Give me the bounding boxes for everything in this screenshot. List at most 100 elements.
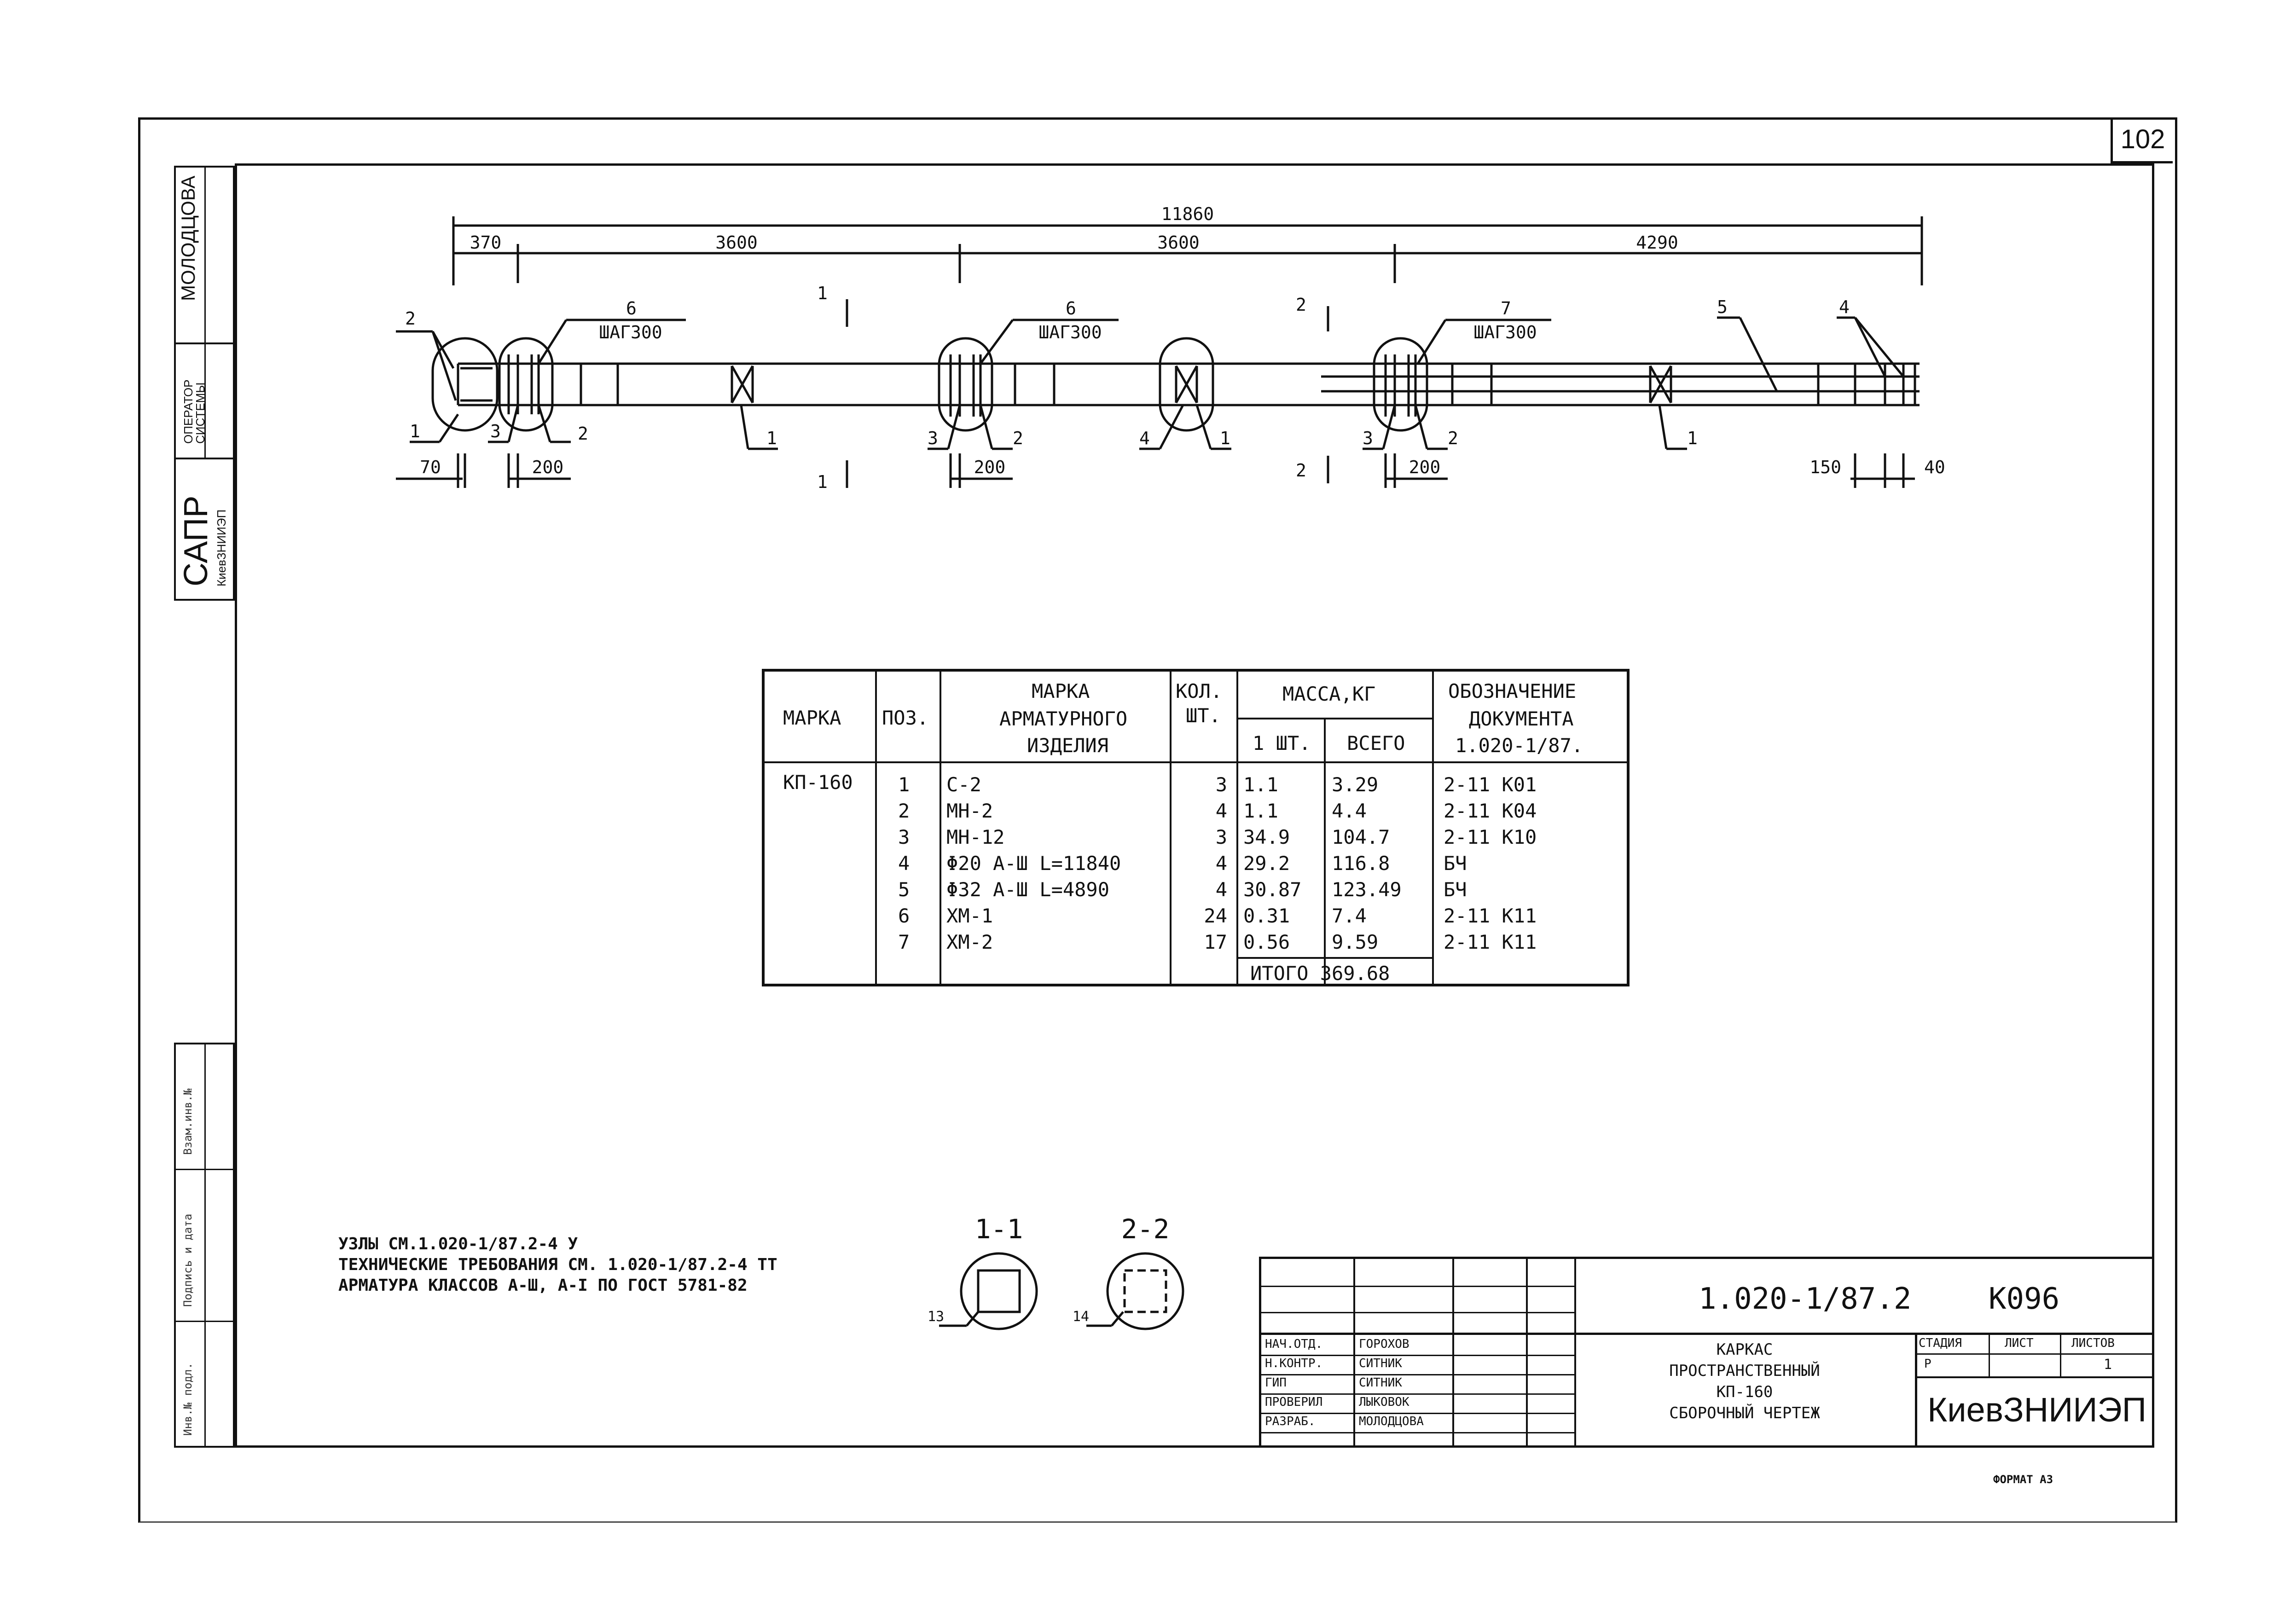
section-1-title: 1-1: [975, 1213, 1023, 1245]
step-label-3: ШАГ300: [1473, 322, 1537, 342]
spec-cell-item: С-2: [946, 773, 981, 796]
header-item-1: МАРКА: [1032, 680, 1090, 702]
spec-cell-item: Φ32 А-Ш L=4890: [946, 878, 1110, 901]
dim-200c: 200: [1409, 457, 1441, 477]
drawing-frame: [235, 163, 2154, 1448]
header-mass-total: ВСЕГО: [1347, 732, 1405, 754]
note-2: ТЕХНИЧЕСКИЕ ТРЕБОВАНИЯ СМ. 1.020-1/87.2-…: [338, 1255, 777, 1274]
signer-role: Н.КОНТР.: [1265, 1357, 1323, 1370]
callout-1b: 1: [1220, 428, 1230, 448]
stage-value: Р: [1924, 1357, 1931, 1371]
header-pos: ПОЗ.: [882, 707, 929, 729]
specification-table: МАРКА ПОЗ. МАРКА АРМАТУРНОГО ИЗДЕЛИЯ КОЛ…: [762, 669, 1630, 986]
spec-cell-total: 116.8: [1332, 852, 1390, 875]
spec-cell-doc: БЧ: [1444, 878, 1467, 901]
org-name: КиевЗНИИЭП: [1927, 1391, 2146, 1429]
callout-1c: 1: [1687, 428, 1698, 448]
signer-role: НАЧ.ОТД.: [1265, 1337, 1323, 1351]
sheets-value: 1: [2104, 1357, 2112, 1373]
header-qty-2: ШТ.: [1186, 704, 1221, 727]
callout-6a: 6: [626, 298, 637, 319]
dim-3600b: 3600: [1157, 232, 1200, 253]
spec-cell-one: 34.9: [1243, 826, 1290, 848]
header-mass: МАССА,КГ: [1282, 683, 1376, 705]
header-item-3: ИЗДЕЛИЯ: [1027, 734, 1109, 757]
spec-cell-one: 0.56: [1243, 931, 1290, 953]
spec-cell-one: 29.2: [1243, 852, 1290, 875]
sheet-outer-border: [138, 117, 2177, 1523]
spec-cell-qty: 3: [1215, 826, 1227, 848]
signer-name: СИТНИК: [1359, 1357, 1402, 1370]
section-1-top: 1: [817, 283, 828, 303]
cross-sections: 1-1 2-2 13 14: [928, 1213, 1184, 1330]
spec-cell-one: 1.1: [1243, 800, 1278, 822]
spec-cell-pos: 1: [898, 773, 910, 796]
spec-cell-doc: 2-11 К04: [1444, 800, 1537, 822]
dim-200b: 200: [974, 457, 1006, 477]
note-1: УЗЛЫ СМ.1.020-1/87.2-4 У: [338, 1235, 578, 1253]
spec-cell-item: ХМ-1: [946, 905, 993, 927]
title-line-1: КАРКАС: [1716, 1340, 1773, 1359]
callout-4-top: 4: [1839, 297, 1850, 317]
spec-cell-doc: 2-11 К11: [1444, 905, 1537, 927]
strip-cell-3: Инв.№ подл.: [181, 1363, 194, 1436]
title-line-2: ПРОСТРАНСТВЕННЫЙ: [1669, 1361, 1820, 1380]
strip-cell-1: Взам.инв.№: [181, 1088, 194, 1155]
section-1-num: 13: [928, 1309, 944, 1325]
spec-cell-pos: 6: [898, 905, 910, 927]
signer-role: ГИП: [1265, 1376, 1287, 1390]
total-label: ИТОГО 369.68: [1250, 962, 1390, 985]
spec-cell-item: ХМ-2: [946, 931, 993, 953]
spec-cell-qty: 4: [1215, 878, 1227, 901]
callout-2b: 2: [1013, 428, 1023, 448]
spec-cell-one: 30.87: [1243, 878, 1302, 901]
spec-cell-pos: 3: [898, 826, 910, 848]
signer-name: ГОРОХОВ: [1359, 1337, 1409, 1351]
step-label-1: ШАГ300: [599, 322, 662, 342]
document-code: 1.020-1/87.2: [1699, 1282, 1912, 1316]
dim-3600a: 3600: [715, 232, 758, 253]
signer-name: СИТНИК: [1359, 1376, 1402, 1390]
spec-cell-doc: 2-11 К11: [1444, 931, 1537, 953]
spec-cell-pos: 7: [898, 931, 910, 953]
left-approval-strip: Взам.инв.№ Подпись и дата Инв.№ подл.: [174, 1043, 235, 1448]
spec-cell-qty: 17: [1204, 931, 1227, 953]
cage-elevation-drawing: 11860 370 3600 3600 4290 70 200 200 200 …: [396, 204, 1945, 492]
spec-cell-total: 3.29: [1332, 773, 1379, 796]
spec-cell-doc: БЧ: [1444, 852, 1467, 875]
sheets-label: ЛИСТОВ: [2071, 1336, 2115, 1350]
spec-cell-qty: 4: [1215, 852, 1227, 875]
spec-cell-qty: 4: [1215, 800, 1227, 822]
side-stamp: МОЛОДЦОВА ОПЕРАТОР СИСТЕМЫ САПР КиевЗНИИ…: [174, 166, 235, 601]
callout-1-left: 1: [410, 421, 420, 441]
spec-cell-one: 1.1: [1243, 773, 1278, 796]
signer-name: МОЛОДЦОВА: [1359, 1415, 1424, 1428]
step-label-2: ШАГ300: [1038, 322, 1102, 342]
spec-cell-pos: 4: [898, 852, 910, 875]
dim-40: 40: [1924, 457, 1945, 477]
signer-name: ЛЫКОВОК: [1359, 1395, 1409, 1409]
callout-3a: 3: [490, 421, 501, 441]
sheet-number-box: 102: [2111, 117, 2173, 163]
spec-cell-item: Φ20 А-Ш L=11840: [946, 852, 1121, 875]
spec-cell-total: 7.4: [1332, 905, 1367, 927]
title-line-4: СБОРОЧНЫЙ ЧЕРТЕЖ: [1669, 1404, 1820, 1422]
callout-6b: 6: [1066, 298, 1076, 319]
stage-label: СТАДИЯ: [1919, 1336, 1962, 1350]
header-doc-1: ОБОЗНАЧЕНИЕ: [1448, 680, 1577, 702]
callout-4: 4: [1139, 428, 1150, 448]
header-doc-2: ДОКУМЕНТА: [1469, 708, 1574, 730]
dim-4290: 4290: [1636, 232, 1678, 253]
title-text: КАРКАС ПРОСТРАНСТВЕННЫЙ КП-160 СБОРОЧНЫЙ…: [1583, 1340, 1906, 1424]
callout-2-left: 2: [405, 308, 416, 329]
note-3: АРМАТУРА КЛАССОВ А-Ш, А-I ПО ГОСТ 5781-8…: [338, 1276, 748, 1295]
spec-cell-qty: 24: [1204, 905, 1227, 927]
callout-2c: 2: [1448, 428, 1458, 448]
section-2-num: 14: [1073, 1309, 1089, 1325]
spec-cell-item: МН-2: [946, 800, 993, 822]
callout-5: 5: [1717, 297, 1728, 317]
header-qty-1: КОЛ.: [1176, 680, 1223, 702]
spec-cell-pos: 2: [898, 800, 910, 822]
callout-2a: 2: [578, 423, 588, 444]
section-2-top: 2: [1296, 295, 1306, 315]
